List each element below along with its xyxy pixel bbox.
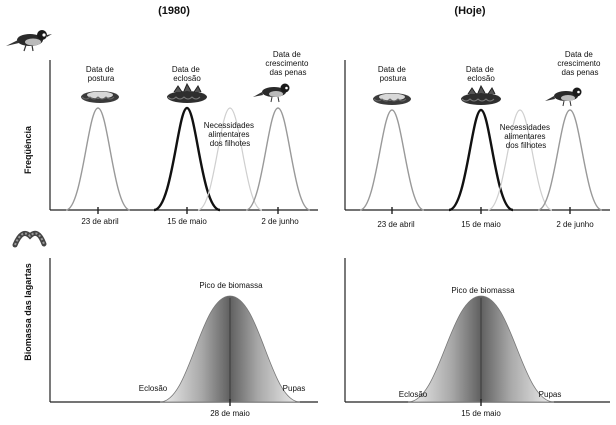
curve-necessidades [487,109,553,211]
tick-label: 2 de junho [556,220,594,229]
label-penas: Data de crescimento das penas [557,50,602,77]
label-eclosao: Data de eclosão [466,65,496,83]
header-1980: (1980) [158,5,190,17]
nest-chicks-icon [167,82,207,103]
label-necessidades: Necessidades alimentares dos filhotes [204,121,256,148]
curve-eclosao [153,106,221,212]
curve-postura [65,107,131,211]
tick-label: 23 de abril [377,220,415,229]
label-penas: Data de crescimento das penas [265,50,310,77]
caterpillar-icon [12,230,47,248]
panel-top-left: Data de postura Data de eclosão Data de … [49,50,318,226]
tick-label: 15 de maio [167,217,207,226]
label-postura: Data de postura [378,65,408,83]
tick-label: 15 de maio [461,409,501,418]
label-eclosao-lagartas: Eclosão [139,384,168,393]
tick-label: 23 de abril [81,217,119,226]
curve-penas [537,109,603,211]
bird-icon [6,30,52,52]
label-necessidades: Necessidades alimentares dos filhotes [500,123,552,150]
curve-penas [245,107,311,211]
bird-perched-icon [545,87,582,107]
tick-label: 2 de junho [261,217,299,226]
label-postura: Data de postura [86,65,116,83]
panel-top-right: Data de postura Data de eclosão Data de … [344,50,610,229]
nest-chicks-icon [461,84,501,105]
nest-eggs-icon [81,91,119,103]
header-hoje: (Hoje) [454,5,486,17]
nest-eggs-icon [373,93,411,105]
y-label-frequencia: Freqüência [23,125,33,174]
bird-perched-icon [253,83,290,103]
curve-necessidades [197,107,263,211]
label-eclosao: Data de eclosão [172,65,202,83]
label-eclosao-lagartas: Eclosão [399,390,428,399]
panel-bottom-right: Pico de biomassa Eclosão Pupas 15 de mai… [344,258,610,418]
label-pupas: Pupas [283,384,306,393]
panel-bottom-left: Pico de biomassa Eclosão Pupas 28 de mai… [49,258,318,418]
tick-label: 28 de maio [210,409,250,418]
label-pupas: Pupas [539,390,562,399]
tick-label: 15 de maio [461,220,501,229]
label-pico: Pico de biomassa [451,286,515,295]
curve-postura [359,109,425,211]
y-label-biomassa: Biomassa das lagartas [23,263,33,361]
label-pico: Pico de biomassa [199,281,263,290]
